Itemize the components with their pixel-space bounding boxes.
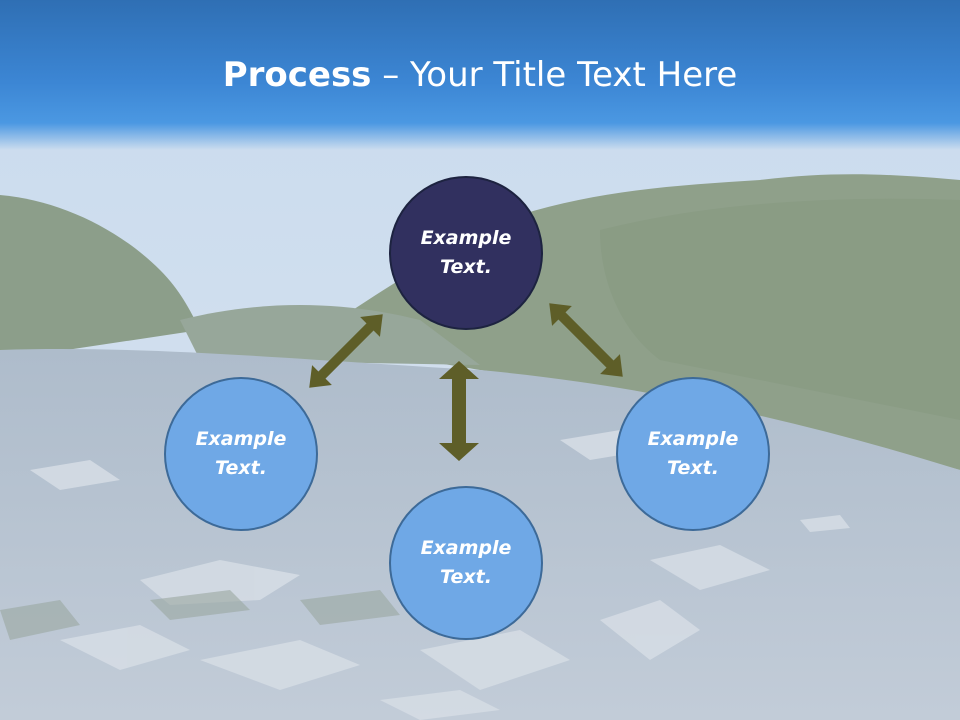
node-bottom: Example Text.: [389, 486, 543, 640]
node-top: Example Text.: [389, 176, 543, 330]
node-bottom-label: Example Text.: [420, 537, 512, 588]
slide-title: Process – Your Title Text Here: [0, 52, 960, 98]
node-top-label: Example Text.: [420, 227, 512, 278]
title-bold-part: Process: [222, 55, 372, 95]
node-right-label: Example Text.: [647, 428, 739, 479]
title-rest-part: – Your Title Text Here: [371, 55, 738, 95]
header-band: [0, 0, 960, 150]
arrow-top-right: [549, 303, 623, 377]
node-right: Example Text.: [616, 377, 770, 531]
arrow-center-vertical: [439, 361, 479, 461]
node-left: Example Text.: [164, 377, 318, 531]
arrow-top-left: [309, 314, 383, 388]
node-left-label: Example Text.: [195, 428, 287, 479]
